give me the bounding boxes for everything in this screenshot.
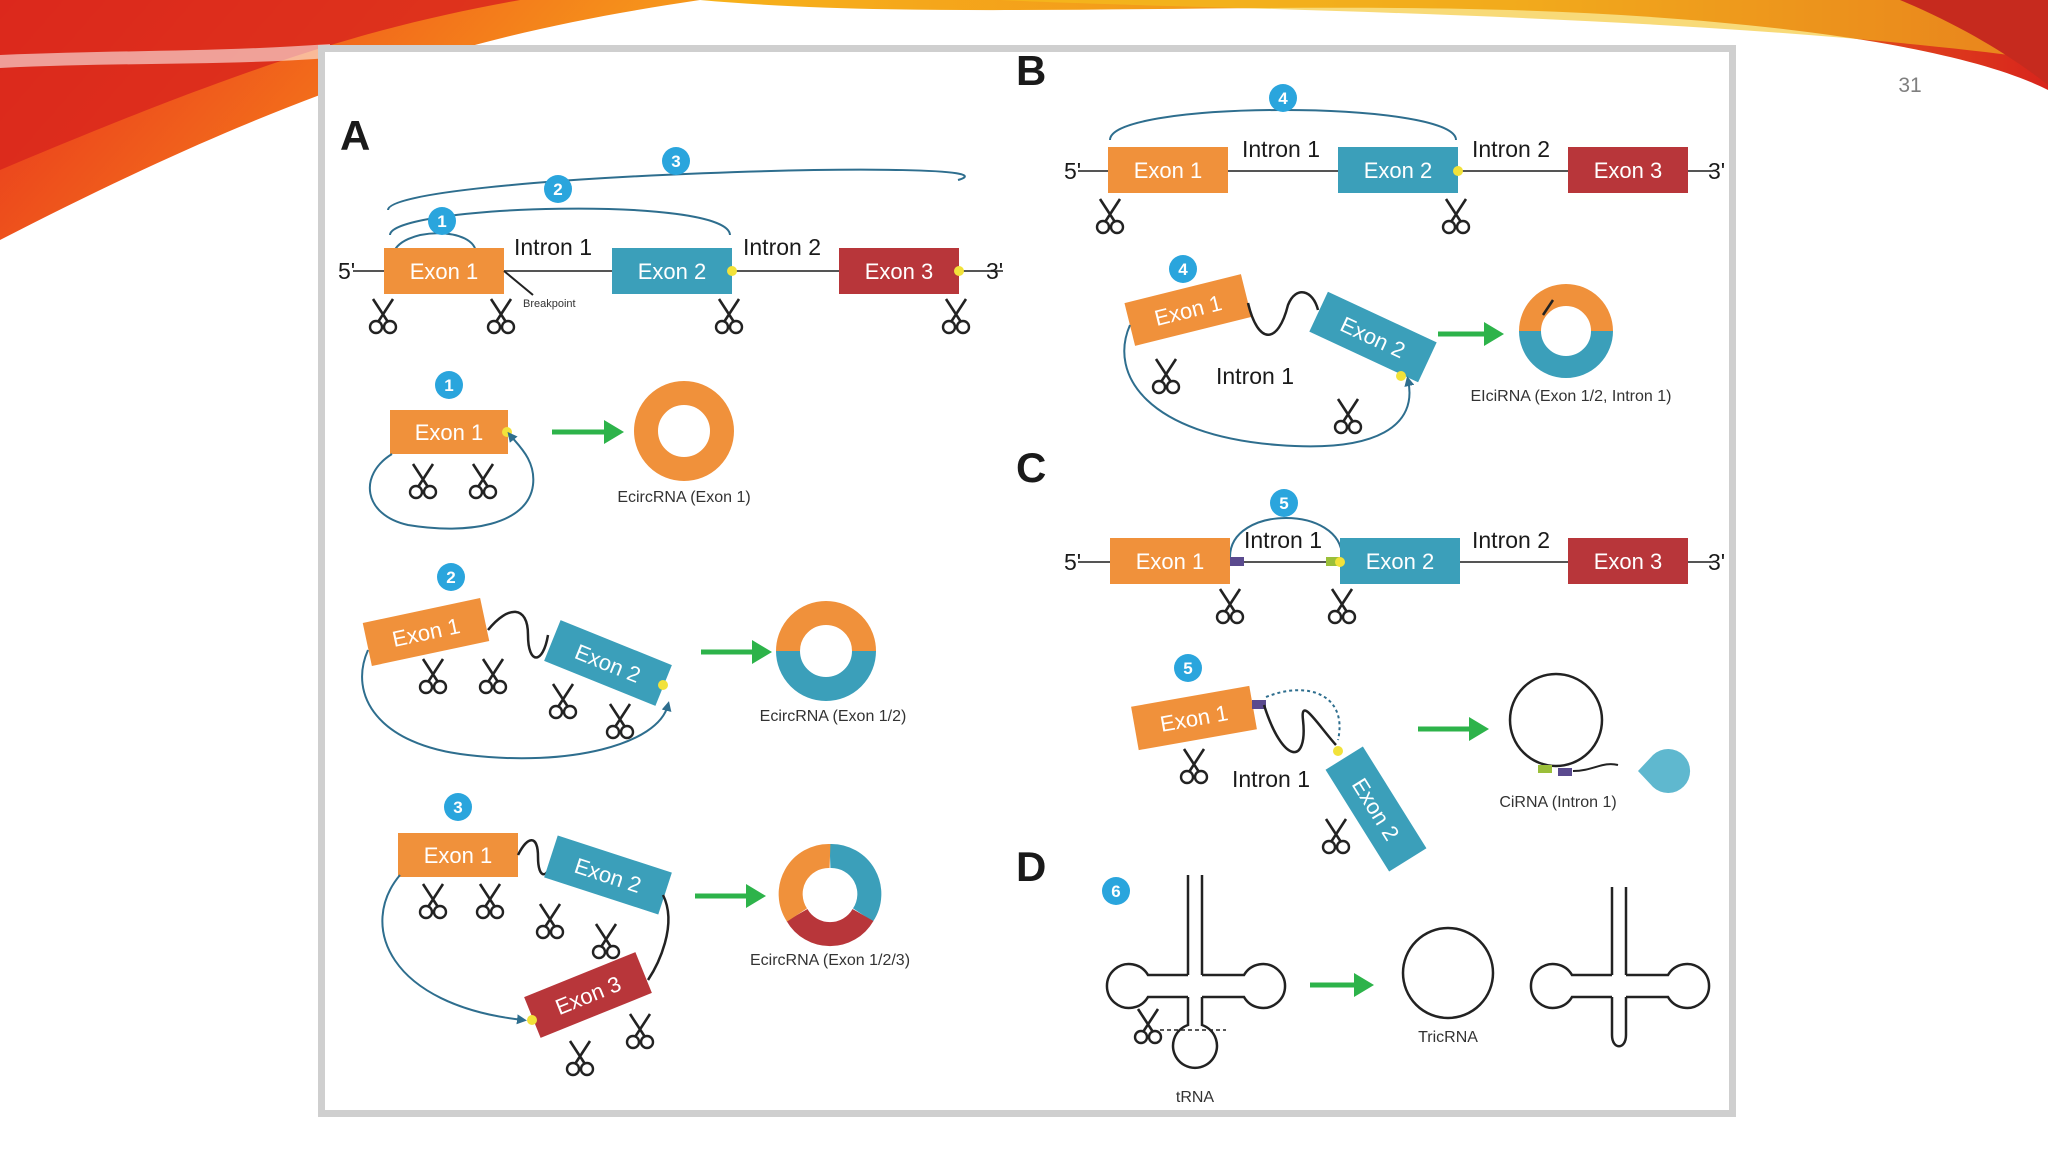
b-exon1-label: Exon 1 bbox=[1134, 158, 1203, 183]
c-exon3-label: Exon 3 bbox=[1594, 549, 1663, 574]
c-exon1-label: Exon 1 bbox=[1136, 549, 1205, 574]
a-intron1-label: Intron 1 bbox=[514, 234, 592, 260]
svg-text:3: 3 bbox=[453, 798, 462, 817]
circrna-biogenesis-figure: A 1 2 3 5' 3' Exon 1 Exon 2 Exon 3 Intro… bbox=[338, 47, 1725, 1106]
tricrna-circle bbox=[1401, 926, 1495, 1020]
a-exon2-box bbox=[612, 248, 732, 294]
b-exon2-label: Exon 2 bbox=[1364, 158, 1433, 183]
b-three-prime: 3' bbox=[1708, 158, 1725, 184]
badge-3: 3 bbox=[662, 147, 690, 175]
b-intron1-label: Intron 1 bbox=[1242, 136, 1320, 162]
c-exon2-label: Exon 2 bbox=[1366, 549, 1435, 574]
a-exon3-box bbox=[839, 248, 959, 294]
badge-c: 5 bbox=[1270, 489, 1298, 517]
svg-text:3: 3 bbox=[671, 152, 680, 171]
badge-a3: 3 bbox=[444, 793, 472, 821]
c-intron2-label: Intron 2 bbox=[1472, 527, 1550, 553]
svg-text:1: 1 bbox=[444, 376, 453, 395]
slide-header-swoosh bbox=[0, 0, 2048, 240]
a-exon1-label: Exon 1 bbox=[410, 259, 479, 284]
svg-text:5: 5 bbox=[1183, 659, 1192, 678]
svg-text:4: 4 bbox=[1178, 260, 1188, 279]
a3-caption: EcircRNA (Exon 1/2/3) bbox=[750, 952, 910, 969]
c-caption: CiRNA (Intron 1) bbox=[1499, 794, 1616, 811]
c-intron1-label: Intron 1 bbox=[1244, 527, 1322, 553]
c2-intron1-label: Intron 1 bbox=[1232, 766, 1310, 792]
svg-text:5: 5 bbox=[1279, 494, 1288, 513]
badge-b: 4 bbox=[1269, 84, 1297, 112]
a-breakpoint-label: Breakpoint bbox=[523, 298, 576, 310]
a2-caption: EcircRNA (Exon 1/2) bbox=[760, 708, 907, 725]
trna-cleaved bbox=[1529, 887, 1711, 1048]
badge-a2: 2 bbox=[437, 563, 465, 591]
b-intron2-label: Intron 2 bbox=[1472, 136, 1550, 162]
svg-text:2: 2 bbox=[553, 180, 562, 199]
badge-1: 1 bbox=[428, 207, 456, 235]
a1-caption: EcircRNA (Exon 1) bbox=[617, 489, 750, 506]
a-exon3-label: Exon 3 bbox=[865, 259, 934, 284]
a-three-prime: 3' bbox=[986, 258, 1003, 284]
badge-c2: 5 bbox=[1174, 654, 1202, 682]
b-five-prime: 5' bbox=[1064, 158, 1081, 184]
a-intron2-label: Intron 2 bbox=[743, 234, 821, 260]
a3-exon1-label: Exon 1 bbox=[424, 843, 493, 868]
svg-text:1: 1 bbox=[437, 212, 446, 231]
b-exon3-label: Exon 3 bbox=[1594, 158, 1663, 183]
panel-d-letter: D bbox=[1016, 843, 1046, 890]
panel-b-letter: B bbox=[1016, 47, 1046, 94]
panel-a-letter: A bbox=[340, 112, 370, 159]
badge-a1: 1 bbox=[435, 371, 463, 399]
tricrna-label: TricRNA bbox=[1418, 1029, 1478, 1046]
c-five-prime: 5' bbox=[1064, 549, 1081, 575]
trna-label: tRNA bbox=[1176, 1089, 1215, 1106]
badge-b2: 4 bbox=[1169, 255, 1197, 283]
svg-text:6: 6 bbox=[1111, 882, 1120, 901]
slide-number: 31 bbox=[1898, 74, 1922, 97]
b2-intron1-label: Intron 1 bbox=[1216, 363, 1294, 389]
a-exon2-label: Exon 2 bbox=[638, 259, 707, 284]
a-five-prime: 5' bbox=[338, 258, 355, 284]
b-caption: EIciRNA (Exon 1/2, Intron 1) bbox=[1471, 388, 1672, 405]
panel-c-letter: C bbox=[1016, 444, 1046, 491]
a1-exon1-label: Exon 1 bbox=[415, 420, 484, 445]
svg-text:4: 4 bbox=[1278, 89, 1288, 108]
badge-2: 2 bbox=[544, 175, 572, 203]
a-exon1-box bbox=[384, 248, 504, 294]
svg-text:2: 2 bbox=[446, 568, 455, 587]
trna-cloverleaf bbox=[1105, 875, 1287, 1070]
c-three-prime: 3' bbox=[1708, 549, 1725, 575]
badge-d: 6 bbox=[1102, 877, 1130, 905]
